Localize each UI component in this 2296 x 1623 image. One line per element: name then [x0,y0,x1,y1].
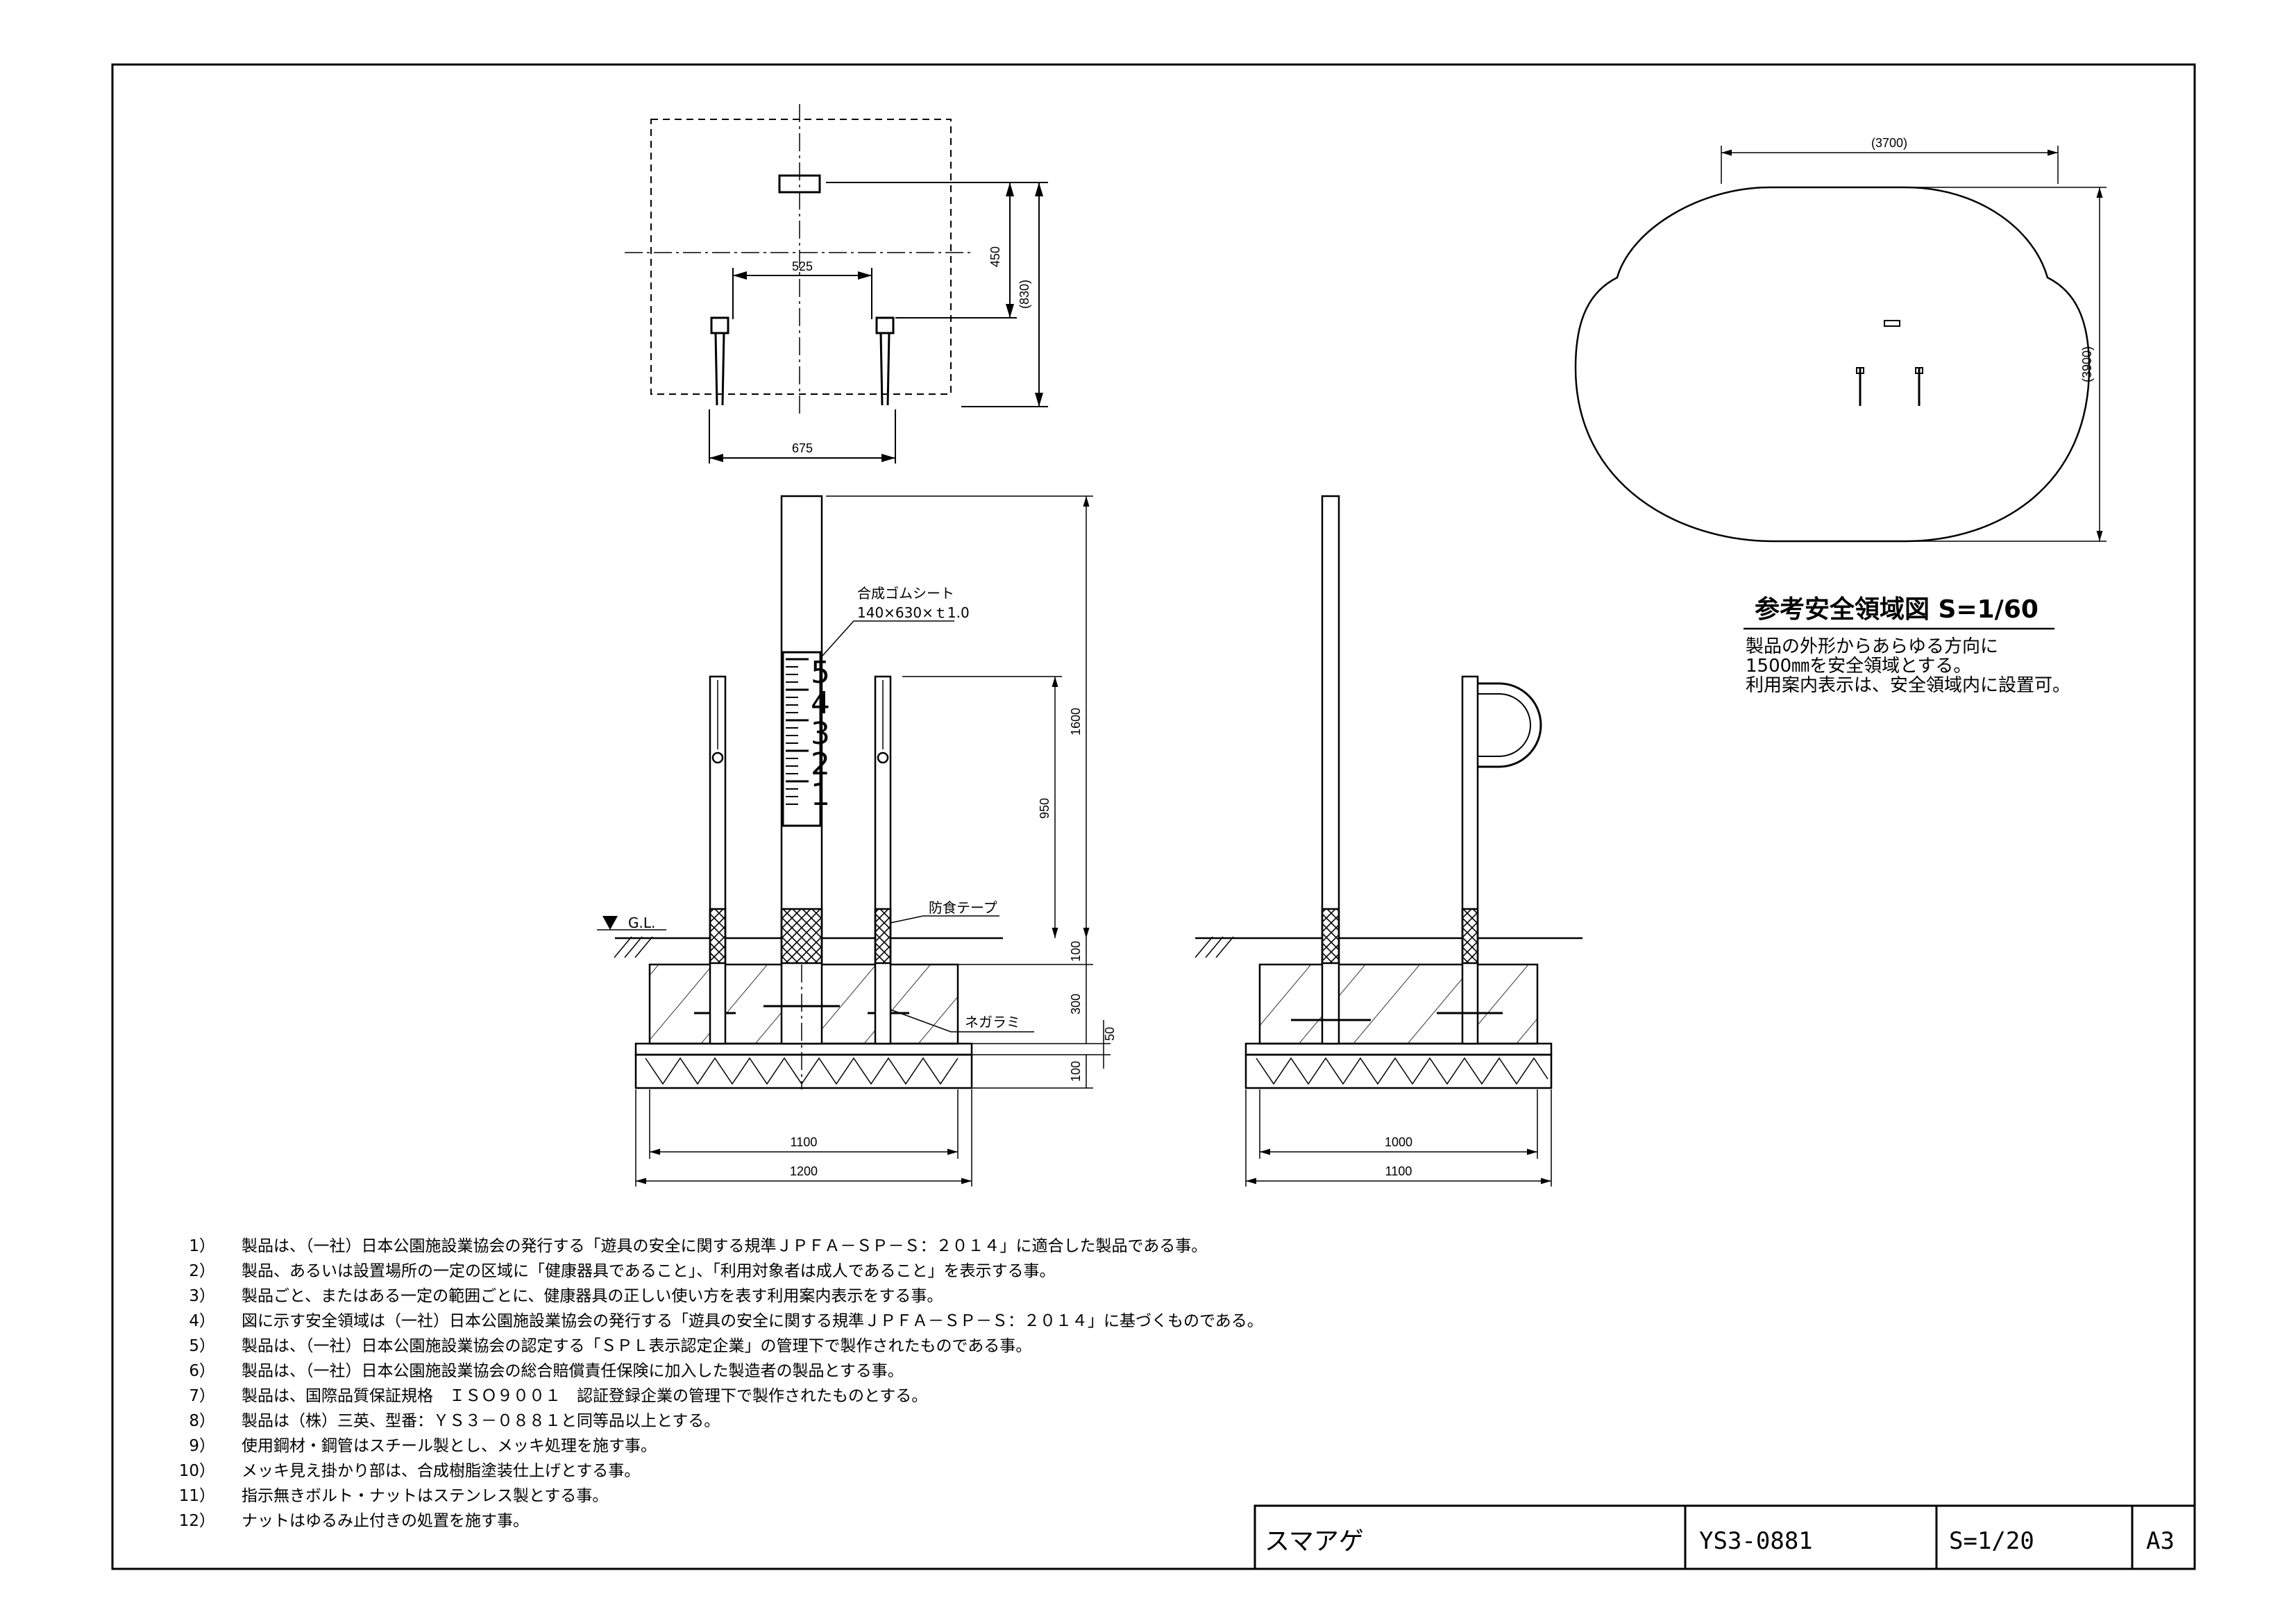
title-scale: S=1/20 [1949,1527,2034,1555]
note-text: メッキ見え掛かり部は、合成樹脂塗装仕上げとする事。 [242,1462,640,1480]
title-block [1253,1504,2196,1570]
dim-1200-front: 1200 [790,1164,818,1178]
title-name: スマアゲ [1265,1527,1364,1556]
note-text: 製品ごと、またはある一定の範囲ごとに、健康器具の正しい使い方を表す利用案内表示を… [242,1287,943,1305]
dim-525: 525 [792,260,813,273]
dim-1000-side: 1000 [1385,1135,1412,1149]
note-text: 製品は、国際品質保証規格 ＩＳＯ９００１ 認証登録企業の管理下で製作されたものと… [242,1387,927,1405]
dim-1100-side: 1100 [1385,1164,1412,1178]
side-view [1195,495,1582,1187]
notes-list: 1） 製品は、（一社）日本公園施設業協会の発行する「遊具の安全に関する規準ＪＰＦＡ… [179,1237,1263,1530]
note-text: 製品、あるいは設置場所の一定の区域に「健康器具であること」、「利用対象者は成人で… [242,1262,1056,1280]
base-slab-top [634,1042,973,1056]
gl-label: G.L. [628,915,655,931]
dim-1100-front: 1100 [791,1135,818,1149]
dim-300: 300 [1069,994,1083,1014]
right-post-tape [874,908,892,965]
safety-width-dim: (3700) [1871,136,1907,150]
note-number: 2） [189,1262,215,1280]
side-handle-post [1461,675,1479,1045]
safety-area-outline [1574,186,2091,543]
anchor-label: ネガラミ [965,1014,1020,1030]
note-text: ナットはゆるみ止付きの処置を施す事。 [242,1512,529,1530]
note-number: 4） [189,1312,215,1330]
note-text: 使用鋼材・鋼管はスチール製とし、メッキ処理を施す事。 [242,1437,657,1455]
note-number: 3） [189,1287,215,1305]
side-concrete [1258,963,1539,1045]
note-number: 11） [179,1487,215,1505]
safety-area-title: 参考安全領域図 S=1/60 [1755,595,2038,624]
title-model: YS3-0881 [1699,1527,1813,1555]
rubber-sheet-leader [822,620,954,656]
dim-830: (830) [1018,280,1031,309]
plan-boundary-dashed [650,119,952,395]
note-text: 製品は（株）三英、型番：ＹＳ３－０８８１と同等品以上とする。 [242,1412,720,1430]
safety-height-dim: (3900) [2080,346,2094,382]
rubber-sheet-size: 140×630×ｔ1.0 [857,604,970,621]
note-text: 製品は、（一社）日本公園施設業協会の発行する「遊具の安全に関する規準ＪＰＦＡ－Ｓ… [242,1237,1207,1255]
note-number: 7） [189,1387,215,1405]
plan-pole-top [778,174,821,194]
scale-number: 1 [811,777,830,813]
tape-leader [890,915,999,924]
center-pole-tape [780,908,823,965]
side-base-gravel [1244,1053,1553,1089]
note-text: 製品は、（一社）日本公園施設業協会の総合賠償責任保険に加入した製造者の製品とする… [242,1362,904,1380]
title-paper: A3 [2146,1527,2175,1555]
dim-950: 950 [1038,798,1052,819]
sheet-border [111,63,2196,1570]
rubber-sheet-label: 合成ゴムシート [857,585,954,602]
note-number: 1） [189,1237,215,1255]
base-gravel [634,1053,973,1089]
note-number: 5） [189,1337,215,1355]
dim-100-bottom: 100 [1069,1061,1083,1082]
note-text: 指示無きボルト・ナットはステンレス製とする事。 [242,1487,608,1505]
dim-1600: 1600 [1069,708,1083,736]
scale-number: 3 [811,716,830,751]
safety-desc-2: 1500㎜を安全領域とする。 [1746,656,1971,677]
note-number: 10） [179,1462,215,1480]
note-number: 8） [189,1412,215,1430]
note-text: 図に示す安全領域は（一社）日本公園施設業協会の発行する「遊具の安全に関する規準Ｊ… [242,1312,1263,1330]
left-post-tape [709,908,727,965]
note-number: 6） [189,1362,215,1380]
scale-number: 5 [811,655,830,690]
side-handle-loop [1478,682,1542,768]
tape-label: 防食テープ [929,899,997,916]
note-number: 9） [189,1437,215,1455]
note-number: 12） [179,1512,215,1530]
dim-50: 50 [1103,1027,1117,1041]
dim-100-top: 100 [1069,941,1083,962]
dim-675: 675 [792,441,813,455]
note-text: 製品は、（一社）日本公園施設業協会の認定する「ＳＰＬ表示認定企業」の管理下で製作… [242,1337,1031,1355]
plan-view [625,104,1048,464]
dim-450: 450 [988,246,1002,267]
plan-right-post-head [875,316,895,334]
scale-number: 4 [811,686,830,721]
front-view [614,495,1111,1187]
safety-desc-1: 製品の外形からあらゆる方向に [1746,636,1998,657]
scale-number: 2 [811,747,830,782]
gl-marker-icon [602,916,618,930]
safety-area-diagram [1574,146,2107,543]
plan-left-post-head [710,316,729,334]
anchor-leader [890,1009,1034,1033]
safety-desc-3: 利用案内表示は、安全領域内に設置可。 [1746,675,2070,696]
